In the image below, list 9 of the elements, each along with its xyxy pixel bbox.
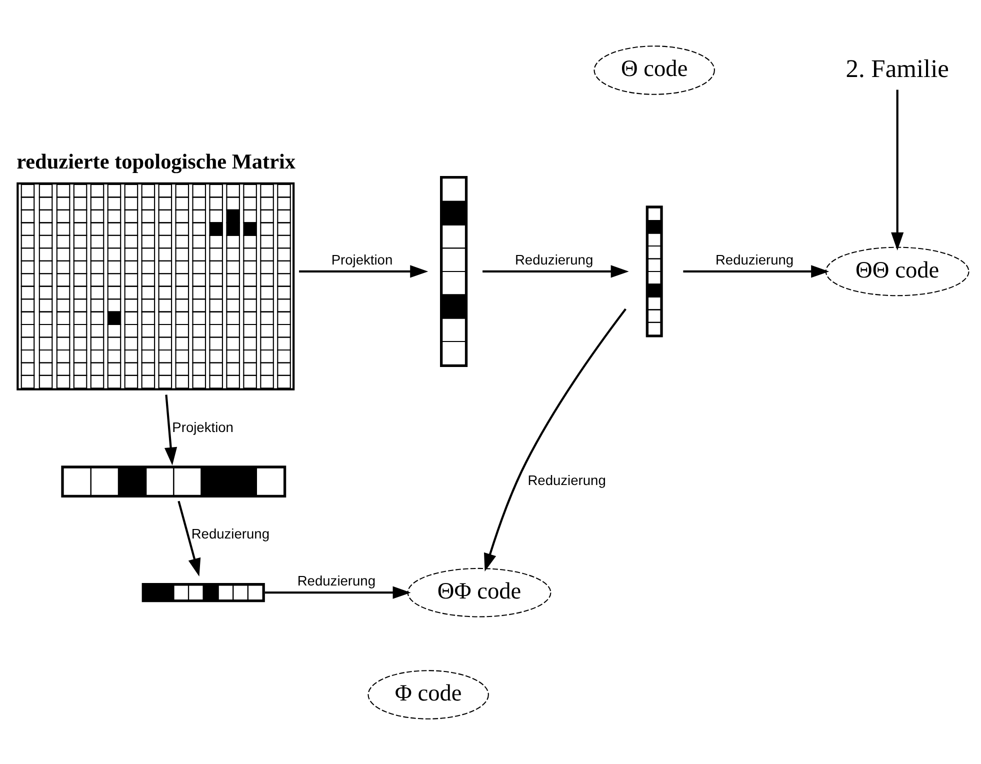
- edge-label: Reduzierung: [528, 472, 606, 488]
- edge-label: Reduzierung: [191, 526, 270, 541]
- edge-label: Reduzierung: [297, 573, 376, 588]
- edge-label: Reduzierung: [514, 252, 594, 267]
- edge-label: Reduzierung: [715, 252, 794, 267]
- node-label: reduzierte topologische Matrix: [16, 149, 296, 174]
- edge-label: Projektion: [331, 252, 393, 267]
- edge-label: Projektion: [172, 420, 234, 435]
- node-text: 2. Familie: [846, 53, 949, 82]
